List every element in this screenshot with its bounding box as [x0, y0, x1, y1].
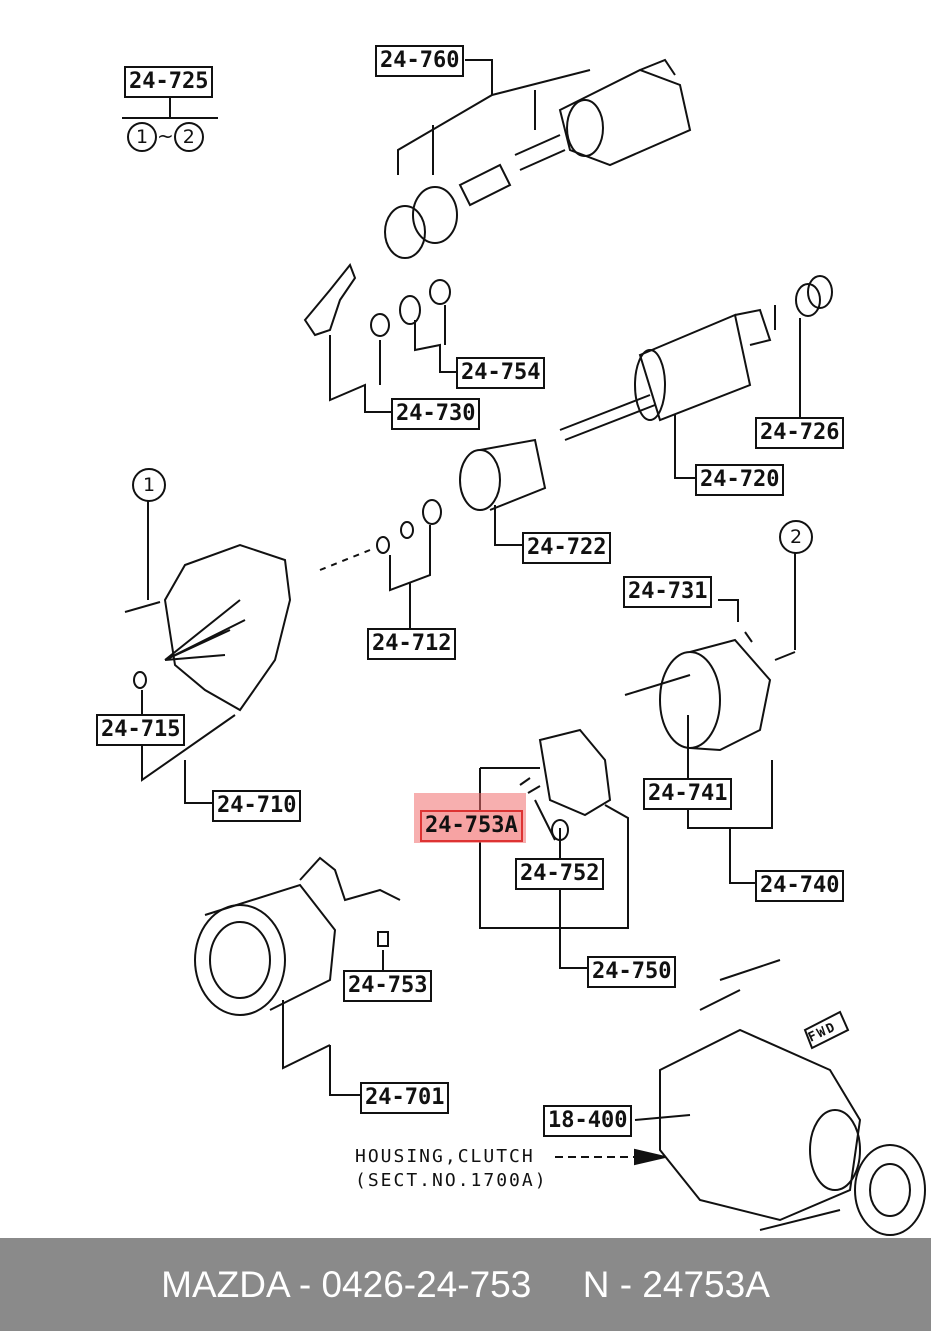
- footer-part-number: MAZDA - 0426-24-753 N - 24753A: [161, 1263, 770, 1305]
- callout-range: 1~2: [127, 122, 204, 152]
- part-label-24-710[interactable]: 24-710: [212, 790, 302, 822]
- part-label-24-730[interactable]: 24-730: [391, 398, 481, 430]
- arrow-housing-clutch: [634, 1148, 666, 1166]
- field-coil-drawing: [194, 856, 401, 1016]
- washers-drawing: [319, 499, 442, 571]
- drive-housing-drawing: [124, 543, 292, 712]
- part-label-24-752[interactable]: 24-752: [515, 858, 605, 890]
- callout-2-circle: 2: [173, 122, 204, 152]
- part-label-24-720[interactable]: 24-720: [695, 464, 785, 496]
- leader-18-400: [634, 1114, 691, 1121]
- leader-24-712: [389, 525, 431, 628]
- exploded-parts-diagram: [122, 58, 926, 1236]
- part-label-24-741[interactable]: 24-741: [643, 778, 733, 810]
- part-label-24-750[interactable]: 24-750: [587, 956, 677, 988]
- part-label-24-701[interactable]: 24-701: [360, 1082, 450, 1114]
- leader-24-722: [494, 505, 522, 546]
- assembled-starter-drawing: [659, 959, 926, 1236]
- part-label-24-753[interactable]: 24-753: [343, 970, 433, 1002]
- callout-1-circle: 1: [127, 122, 157, 152]
- leader-24-730-754: [329, 305, 457, 413]
- lever-spring-drawing: [303, 263, 451, 337]
- part-label-24-731[interactable]: 24-731: [623, 576, 713, 608]
- part-label-24-754[interactable]: 24-754: [456, 357, 546, 389]
- part-label-24-740[interactable]: 24-740: [755, 870, 845, 902]
- leader-24-750-752: [479, 767, 629, 969]
- footer-bar: MAZDA - 0426-24-753 N - 24753A: [0, 1238, 931, 1331]
- part-label-24-726[interactable]: 24-726: [755, 417, 845, 449]
- range-tilde: ~: [157, 124, 174, 148]
- yoke-drawing: [624, 631, 796, 752]
- leader-24-760: [397, 59, 591, 175]
- armature-drawing: [559, 275, 833, 441]
- housing-clutch-note-line2: (SECT.NO.1700A): [355, 1170, 548, 1191]
- leader-24-710-715: [141, 498, 236, 804]
- part-label-24-722[interactable]: 24-722: [522, 532, 612, 564]
- callout-2: 2: [779, 520, 813, 554]
- solenoid-drawing: [384, 58, 692, 259]
- part-label-24-715[interactable]: 24-715: [96, 714, 186, 746]
- housing-clutch-note-line1: HOUSING,CLUTCH: [355, 1146, 535, 1167]
- brush-holder-drawing: [519, 728, 612, 841]
- callout-1: 1: [132, 468, 166, 502]
- part-label-24-760[interactable]: 24-760: [375, 45, 465, 77]
- leader-24-701-753: [282, 950, 384, 1096]
- pinion-drawing: [459, 438, 547, 511]
- part-label-24-753a[interactable]: 24-753A: [420, 810, 523, 842]
- part-label-18-400[interactable]: 18-400: [543, 1105, 633, 1137]
- part-label-24-712[interactable]: 24-712: [367, 628, 457, 660]
- part-label-24-725[interactable]: 24-725: [124, 66, 214, 98]
- leader-24-731-740-741: [687, 550, 796, 884]
